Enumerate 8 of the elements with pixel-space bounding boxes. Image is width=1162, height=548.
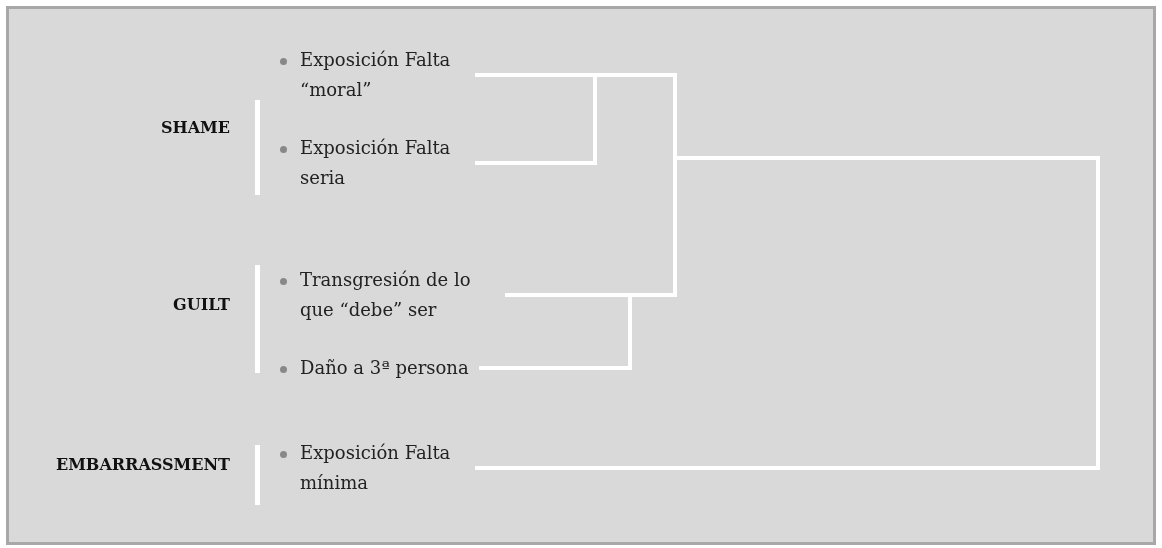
item-text: Exposición Falta seria [300, 133, 465, 193]
item-text: Exposición Falta “moral” [300, 45, 465, 105]
item-text: Exposición Falta mínima [300, 438, 465, 498]
category-label: SHAME [160, 118, 230, 137]
category-label: EMBARRASSMENT [54, 455, 230, 474]
item-text: Transgresión de lo que “debe” ser [300, 265, 495, 325]
item-text: Daño a 3ª persona [300, 353, 469, 383]
category-label: GUILT [172, 295, 230, 314]
